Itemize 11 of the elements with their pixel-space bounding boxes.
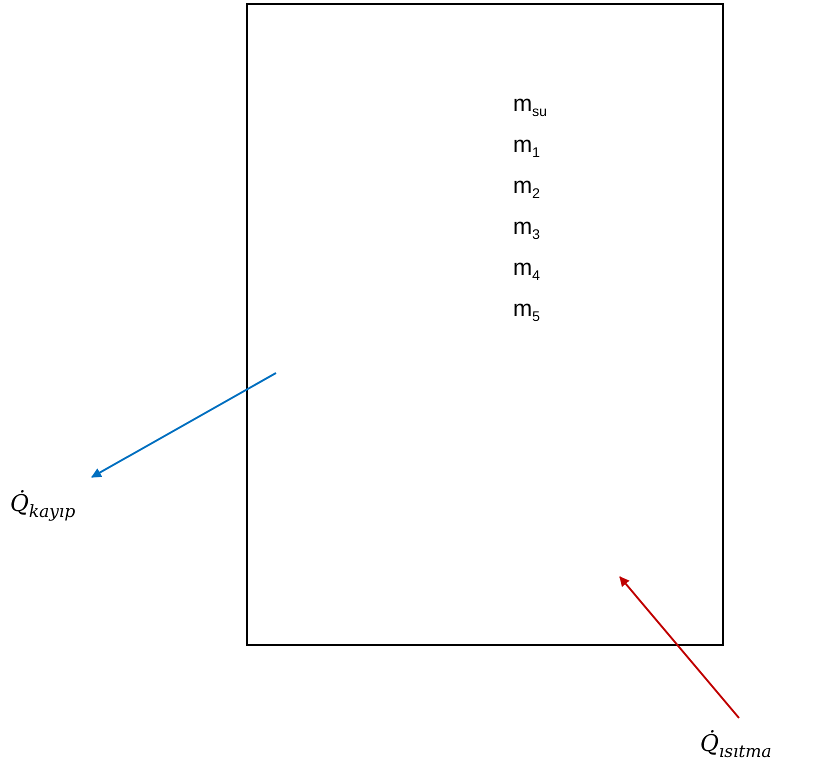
mass-label: m$_{1}$ bbox=[513, 130, 541, 160]
arrow bbox=[619, 576, 740, 719]
heat-flow-label: Q̇$_{kayıp}$ bbox=[10, 489, 76, 520]
mass-label: m$_{3}$ bbox=[513, 212, 541, 242]
mass-label: m$_{2}$ bbox=[513, 171, 541, 201]
heat-flow-label: Q̇$_{ısıtma}$ bbox=[700, 729, 773, 760]
mass-label: m$_{5}$ bbox=[513, 294, 541, 324]
mass-label: m$_{4}$ bbox=[513, 253, 541, 283]
system-box bbox=[246, 3, 724, 646]
arrow bbox=[91, 372, 276, 478]
mass-label: m$_{su}$ bbox=[513, 89, 547, 119]
